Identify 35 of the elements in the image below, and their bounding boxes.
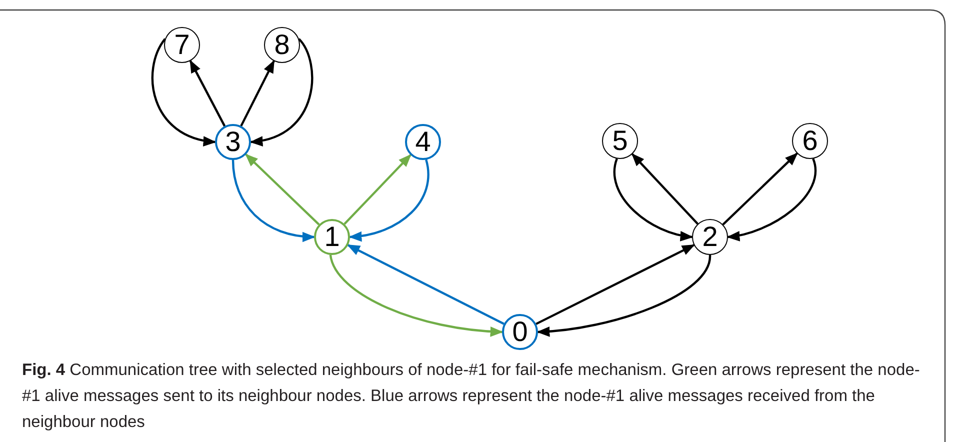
node-label: 4: [415, 128, 431, 156]
node-label: 8: [274, 31, 290, 59]
node-circle: [215, 124, 251, 160]
arrow: [240, 60, 275, 126]
node-label: 0: [512, 318, 528, 346]
arrow: [726, 158, 816, 241]
node-label: 7: [174, 31, 190, 59]
node-circle: [314, 219, 350, 255]
arrow: [232, 160, 316, 242]
arrow: [245, 154, 320, 226]
node-circle: [792, 123, 828, 159]
caption: Fig. 4 Communication tree with selected neighbours of node-#1 for fail-safe mechanism. Green arrows represent the node-#1 alive messages sent to its neighbour nodes. Blue arrows represent the node-#1 alive messages received from the neighbour nodes: [22, 360, 921, 433]
arrow: [250, 38, 314, 146]
node-circle: [264, 27, 300, 63]
arrow: [344, 154, 412, 225]
arrow: [536, 254, 712, 336]
node-circle: [164, 27, 200, 63]
arrow: [189, 60, 226, 127]
arrow: [346, 244, 504, 325]
arrow: [151, 38, 216, 146]
node-circle: [602, 123, 638, 159]
node-label: 3: [225, 128, 241, 156]
node-circle: [405, 124, 441, 160]
arrow: [536, 244, 696, 325]
node-label: 1: [324, 223, 340, 251]
node-label: 6: [802, 127, 818, 155]
node-label: 5: [612, 127, 628, 155]
arrow: [722, 152, 798, 226]
arrow: [614, 158, 694, 241]
arrow: [348, 160, 430, 242]
arrow: [631, 153, 698, 225]
node-circle: [692, 219, 728, 255]
node-circle: [502, 314, 538, 350]
node-label: 2: [702, 223, 718, 251]
arrow: [329, 254, 504, 337]
